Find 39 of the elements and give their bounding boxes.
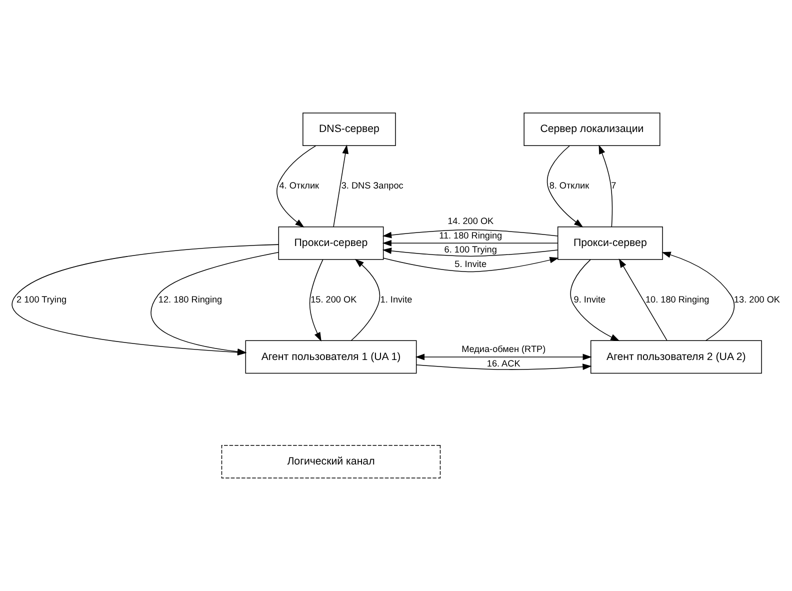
node-box: Агент пользователя 1 (UA 1) (245, 340, 417, 374)
arrow (415, 354, 592, 360)
edge-label: 1. Invite (380, 294, 412, 304)
arrow (276, 145, 316, 228)
arrow (618, 258, 668, 341)
edge-label: 16. ACK (486, 358, 520, 369)
arrow (382, 229, 558, 238)
node-box: Прокси-сервер (278, 226, 384, 260)
edge-label: 8. Отклик (549, 180, 590, 191)
edge-label: 13. 200 OK (734, 294, 780, 304)
arrow (382, 248, 558, 257)
edge-label: 6. 100 Trying (444, 244, 497, 255)
arrow (570, 259, 620, 342)
arrow (598, 144, 613, 228)
edge-label: 14. 200 OK (448, 216, 494, 226)
arrow (383, 256, 559, 272)
edge-label: Медиа-обмен (RTP) (462, 344, 546, 354)
arrow (333, 144, 349, 227)
edge-label: 7 (611, 180, 616, 191)
node-box: Сервер локализации (524, 112, 660, 146)
edge-label: 9. Invite (574, 294, 606, 304)
edge-label: 12. 180 Ringing (158, 294, 222, 304)
edge-label: 5. Invite (454, 259, 487, 270)
arrow (309, 259, 324, 342)
arrow (350, 258, 380, 341)
node-box: Прокси-сервер (557, 226, 663, 260)
node-box: Логический канал (221, 444, 441, 478)
node-box: DNS-сервер (302, 112, 396, 146)
arrow (382, 240, 558, 246)
edge-label: 2 100 Trying (16, 294, 67, 304)
arrow (546, 145, 584, 228)
node-box: Агент пользователя 2 (UA 2) (590, 340, 762, 374)
arrow (416, 364, 592, 370)
edge-label: 10. 180 Ringing (645, 294, 710, 304)
edge-label: 11. 180 Ringing (439, 230, 502, 240)
edge-label: 3. DNS Запрос (341, 180, 404, 191)
edge-label: 15. 200 OK (310, 294, 357, 304)
arrow (662, 252, 735, 341)
edge-label: 4. Отклик (279, 180, 320, 191)
